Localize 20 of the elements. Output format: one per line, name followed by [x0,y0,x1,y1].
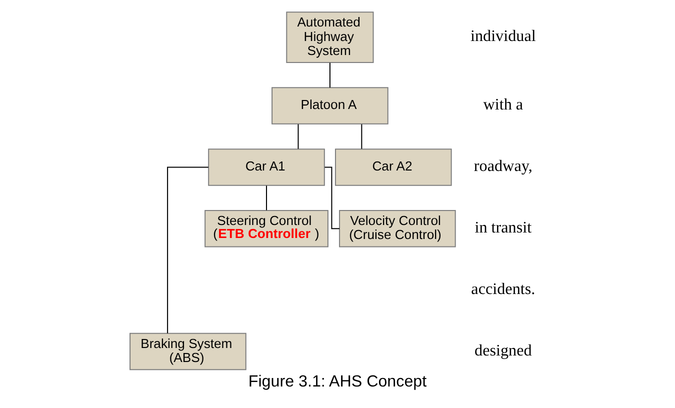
label: individual [470,28,536,46]
node-box: Car A1 [208,148,325,186]
node-box: Braking System (ABS) [130,332,246,370]
node-box: Steering Control (ETB Controller) [204,210,328,248]
label: designed [474,342,532,360]
connector [167,166,208,334]
connector [361,124,362,149]
node-box: Automated Highway System [286,12,374,63]
caption: Figure 3.1: AHS Concept [248,372,427,391]
label: accidents. [471,280,536,298]
node-box: Platoon A [272,87,388,124]
label: in transit [474,220,532,236]
label: with a [483,96,524,114]
node-box: Velocity Control (Cruise Control) [339,210,456,248]
node-box: Car A2 [334,148,452,186]
connector [329,62,330,88]
label: roadway, [474,158,532,176]
connector [324,166,340,230]
connector [298,124,299,149]
connector [266,186,267,210]
